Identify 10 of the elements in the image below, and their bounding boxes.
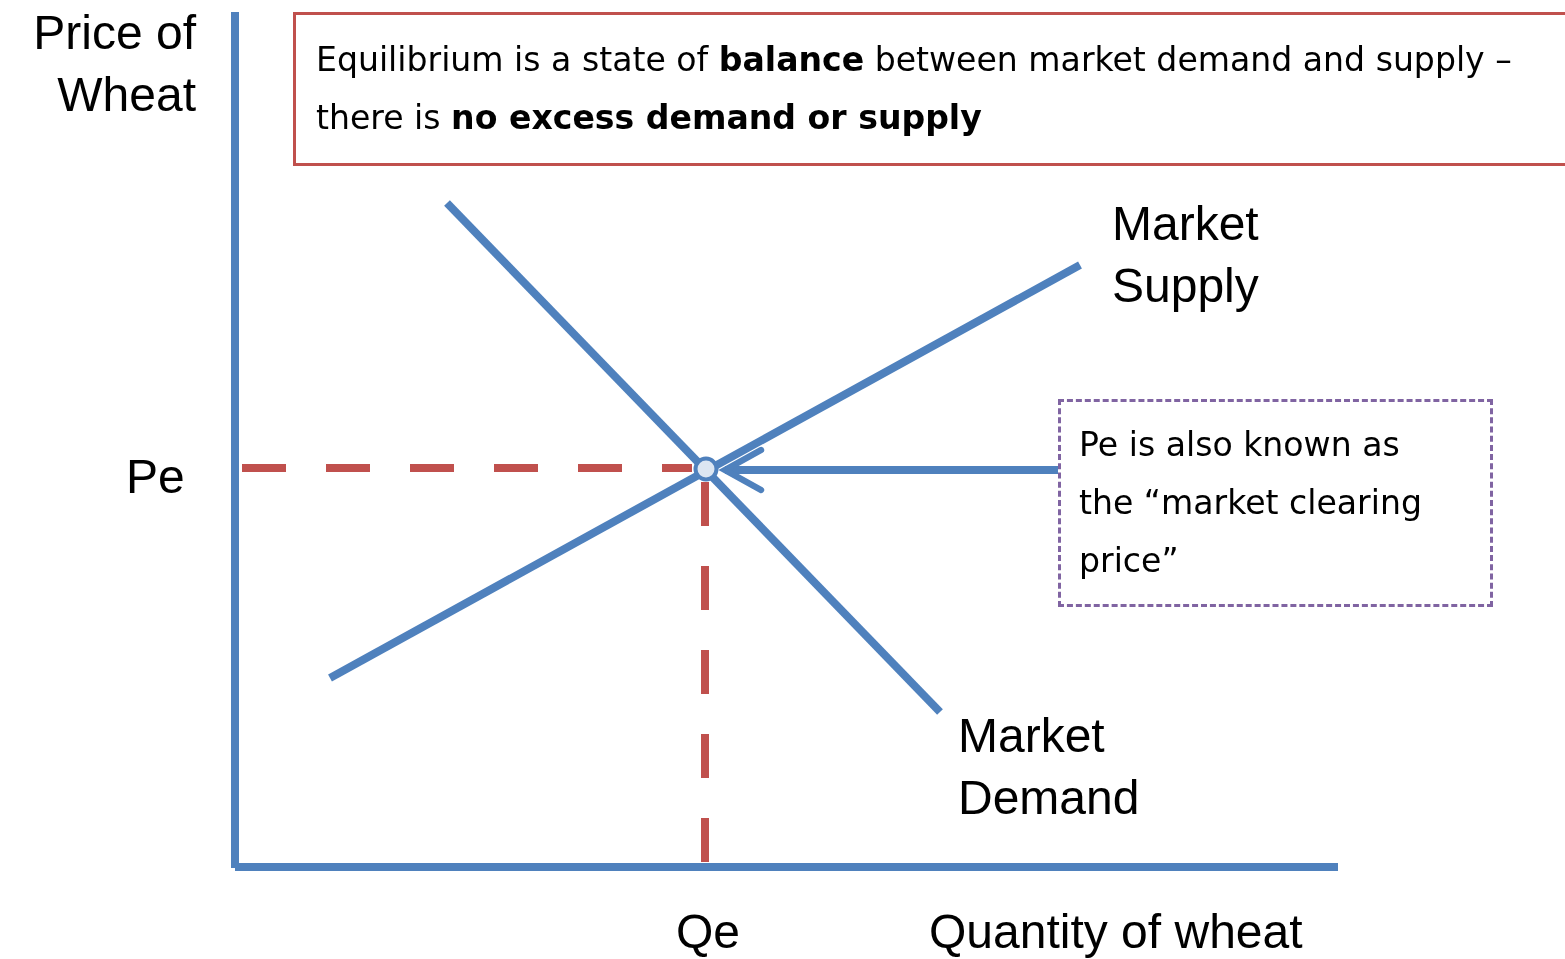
curve-label: Market Demand — [958, 708, 1141, 826]
axis-title: Quantity of wheat — [929, 904, 1304, 959]
axis-tick-label: Qe — [676, 904, 742, 959]
equilibrium-point — [693, 456, 719, 482]
axis-tick-label: Pe — [126, 449, 186, 505]
axis-title: Price of Wheat — [32, 5, 196, 123]
definition-box: Equilibrium is a state of balance between market demand and supply – there is no excess demand or supply — [293, 12, 1565, 166]
callout-box: Pe is also known as the “market clearing price” — [1058, 399, 1493, 607]
arrow — [721, 446, 1058, 494]
curve-label: Market Supply — [1112, 196, 1260, 314]
